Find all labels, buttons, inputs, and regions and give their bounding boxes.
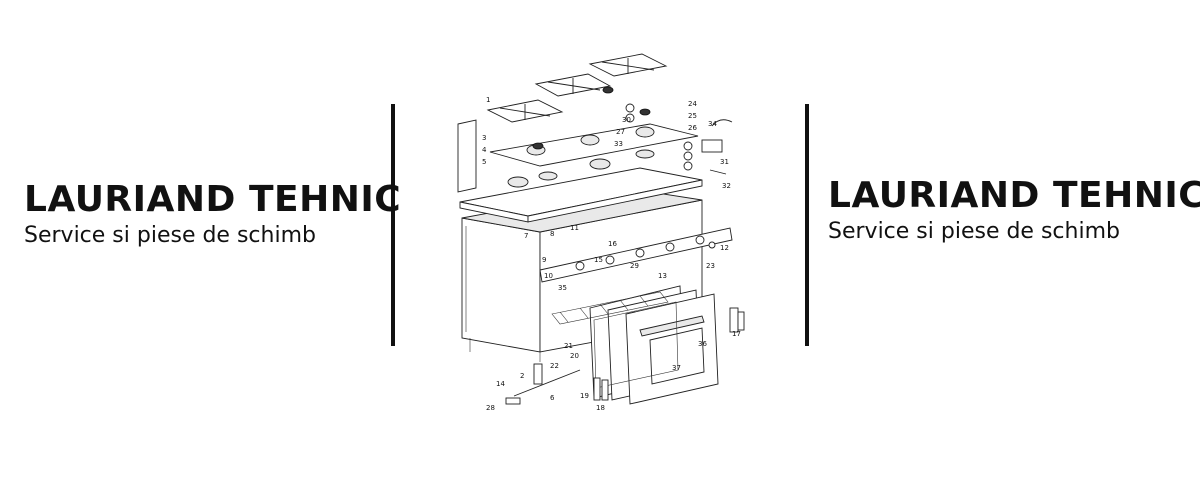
callout-20: 20 <box>570 352 579 360</box>
oven-rack <box>551 291 669 325</box>
callout-32: 32 <box>722 182 731 190</box>
callout-21: 21 <box>564 342 573 350</box>
callout-26: 26 <box>688 124 697 132</box>
callout-33: 33 <box>614 140 623 148</box>
pan-supports <box>486 53 668 123</box>
callout-28: 28 <box>486 404 495 412</box>
brand-subtitle: Service si piese de schimb <box>828 219 1120 244</box>
callout-7: 7 <box>524 232 528 240</box>
callout-25: 25 <box>688 112 697 120</box>
divider-right <box>805 104 809 346</box>
brand-right: LAURIAND TEHNIC Service si piese de schi… <box>828 176 1200 246</box>
brand-subtitle: Service si piese de schimb <box>24 223 316 248</box>
callout-19: 19 <box>580 392 589 400</box>
small-parts <box>505 103 745 405</box>
callout-14: 14 <box>496 380 505 388</box>
callout-12: 12 <box>720 244 729 252</box>
callout-31: 31 <box>720 158 729 166</box>
callout-34: 34 <box>708 120 717 128</box>
callout-35: 35 <box>558 284 567 292</box>
callout-30: 30 <box>622 116 631 124</box>
exploded-stove-diagram: 1 2 3 4 5 6 7 8 9 10 11 12 13 14 15 16 1… <box>457 53 745 412</box>
callout-11: 11 <box>570 224 579 232</box>
callout-15: 15 <box>594 256 603 264</box>
callout-18: 18 <box>596 404 605 412</box>
callout-2: 2 <box>520 372 524 380</box>
brand-title: LAURIAND TEHNIC <box>828 175 1200 216</box>
callout-1: 1 <box>486 96 490 104</box>
callout-4: 4 <box>482 146 487 154</box>
callout-17: 17 <box>732 330 741 338</box>
oven-doors <box>589 285 719 405</box>
callout-22: 22 <box>550 362 559 370</box>
callout-23: 23 <box>706 262 715 270</box>
callout-13: 13 <box>658 272 667 280</box>
brand-left: LAURIAND TEHNIC Service si piese de schi… <box>24 180 401 250</box>
callout-29: 29 <box>630 262 639 270</box>
callout-27: 27 <box>616 128 625 136</box>
divider-left <box>391 104 395 346</box>
callout-9: 9 <box>542 256 546 264</box>
callout-3: 3 <box>482 134 486 142</box>
callout-8: 8 <box>550 230 554 238</box>
callout-10: 10 <box>544 272 553 280</box>
callout-36: 36 <box>698 340 707 348</box>
callout-37: 37 <box>672 364 681 372</box>
callout-24: 24 <box>688 100 697 108</box>
callout-16: 16 <box>608 240 617 248</box>
callout-labels: 1 2 3 4 5 6 7 8 9 10 11 12 13 14 15 16 1… <box>482 96 741 412</box>
hob-plate <box>457 119 703 223</box>
brand-title: LAURIAND TEHNIC <box>24 179 402 220</box>
callout-6: 6 <box>550 394 555 402</box>
control-panel <box>539 227 733 283</box>
callout-5: 5 <box>482 158 486 166</box>
burner-tray <box>489 86 699 167</box>
